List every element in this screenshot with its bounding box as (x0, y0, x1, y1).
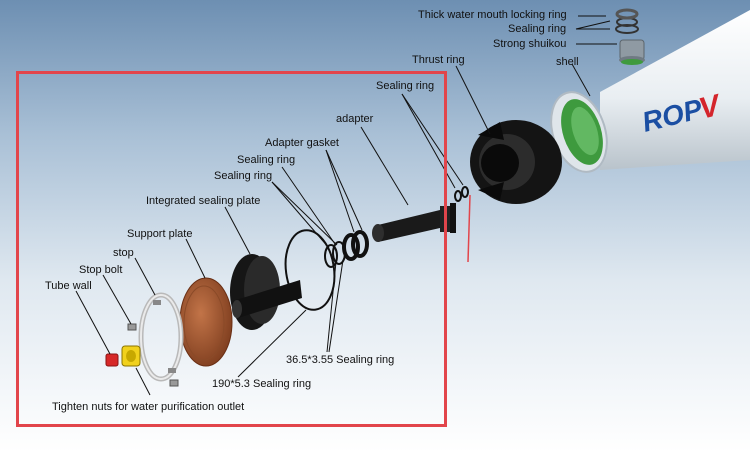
stop-ring (138, 292, 184, 382)
label-sealing-ring-top: Sealing ring (508, 23, 567, 35)
stop-bolts (127, 323, 179, 387)
large-o-ring (284, 229, 336, 311)
label-integrated-sealing-plate: Integrated sealing plate (146, 195, 261, 207)
label-support-plate: Support plate (127, 228, 193, 240)
label-shell: shell (556, 56, 579, 68)
label-thrust-ring: Thrust ring (412, 54, 465, 66)
adapter-part (372, 203, 456, 242)
adapter-gasket-rings (324, 230, 369, 268)
thrust-ring (470, 120, 562, 204)
label-stop-bolt: Stop bolt (79, 264, 123, 276)
red-guide-line (467, 194, 471, 263)
label-sealing-ring-b: Sealing ring (214, 170, 273, 182)
label-sealing-ring-a: Sealing ring (237, 154, 296, 166)
label-sealing-ring-36: 36.5*3.55 Sealing ring (286, 354, 395, 366)
port-assembly (615, 8, 645, 65)
label-stop: stop (113, 247, 134, 259)
label-adapter: adapter (336, 113, 374, 125)
outlet-nut (105, 345, 141, 367)
small-sealing-rings (454, 186, 469, 202)
label-strong-shuikou: Strong shuikou (493, 38, 567, 50)
label-thick-water-mouth-locking-ring: Thick water mouth locking ring (418, 9, 567, 21)
support-plate (179, 277, 233, 367)
label-tighten-nuts: Tighten nuts for water purification outl… (52, 401, 245, 413)
label-sealing-ring-190: 190*5.3 Sealing ring (212, 378, 312, 390)
label-sealing-ring-right: Sealing ring (376, 80, 435, 92)
integrated-sealing-plate (230, 254, 302, 330)
shell-tube (550, 10, 750, 173)
label-adapter-gasket: Adapter gasket (265, 137, 339, 149)
label-tube-wall: Tube wall (45, 280, 92, 292)
